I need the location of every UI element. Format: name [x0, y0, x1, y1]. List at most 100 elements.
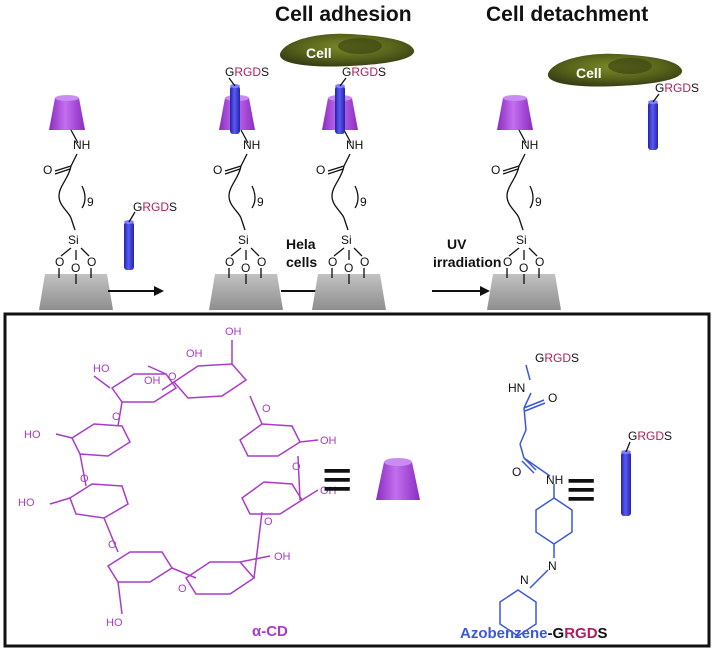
surface-linker-3: NH O 9 Si O O O: [311, 94, 387, 311]
hn-label: HN: [508, 381, 525, 395]
chain-si-label: Si: [341, 233, 352, 247]
heading-cell-detachment: Cell detachment: [486, 3, 648, 26]
chain-nh-label: NH: [346, 138, 363, 152]
ho-label: HO: [93, 363, 110, 375]
o-label: O: [264, 516, 273, 528]
inserted-azo-peptide-2: GRGDS: [225, 65, 269, 134]
chain-o-label: O: [503, 255, 512, 269]
ho-label: HO: [24, 429, 41, 441]
o-label: O: [108, 539, 117, 551]
alpha-cd-name: α-CD: [252, 623, 288, 640]
oh-label: OH: [144, 375, 161, 387]
chain-o-label: O: [241, 261, 250, 275]
chain-o-label: O: [519, 261, 528, 275]
o-label: O: [512, 465, 521, 479]
chain-nh-label: NH: [521, 138, 538, 152]
hela-label-line2: cells: [286, 254, 317, 270]
peptide-g: G: [225, 65, 234, 79]
svg-text:GRGDS: GRGDS: [342, 65, 386, 79]
chain-repeat-label: 9: [257, 195, 264, 209]
chain-repeat-label: 9: [535, 195, 542, 209]
o-label: O: [292, 461, 301, 473]
chain-o-label: O: [257, 255, 266, 269]
chain-o-label: O: [344, 261, 353, 275]
peptide-g: G: [133, 200, 142, 214]
cell-label: Cell: [306, 45, 332, 61]
svg-text:GRGDS: GRGDS: [225, 65, 269, 79]
azobenzene-labels: GRGDS HN O O NH N N Azobenzene-GRGDS: [460, 351, 608, 642]
alpha-cd-labels: OH OH OH HO O O O O O O O O HO HO HO OH …: [18, 326, 337, 640]
adhered-cell: Cell: [279, 33, 415, 67]
azo-name-blue: Azobenzene: [460, 625, 548, 642]
oh-label: OH: [225, 326, 242, 338]
chain-nh-label: NH: [243, 138, 260, 152]
surface-linker-2: NH O 9 Si O O O: [208, 94, 284, 311]
uv-label-line2: irradiation: [433, 254, 501, 270]
chain-nh-label: NH: [73, 138, 90, 152]
ho-label: HO: [18, 497, 35, 509]
svg-text:GRGDS: GRGDS: [133, 200, 177, 214]
azobenzene-grgds-structure: [499, 364, 573, 637]
alpha-cd-cone-icon: [376, 458, 420, 500]
chain-o-label: O: [360, 255, 369, 269]
structures-box: [3, 312, 711, 648]
equivalence-symbol: ≡: [322, 451, 352, 509]
peptide-rgd: RGD: [142, 200, 169, 214]
azo-n-label: N: [548, 559, 557, 573]
chain-o-label: O: [328, 255, 337, 269]
chain-si-label: Si: [516, 233, 527, 247]
surface-linker-4: NH O 9 Si O O O: [486, 94, 562, 311]
azo-peptide-rod-icon: GRGDS: [621, 429, 672, 516]
heading-cell-adhesion: Cell adhesion: [275, 3, 412, 26]
o-label: O: [112, 411, 121, 423]
peptide-s: S: [691, 81, 699, 95]
peptide-g: G: [655, 81, 664, 95]
o-label: O: [80, 473, 89, 485]
chain-o-label: O: [316, 163, 325, 177]
azo-n-label: N: [520, 573, 529, 587]
chain-o-label: O: [535, 255, 544, 269]
chain-o-label: O: [71, 261, 80, 275]
svg-text:GRGDS: GRGDS: [628, 429, 672, 443]
oh-label: OH: [320, 435, 337, 447]
chain-o-label: O: [225, 255, 234, 269]
arrow-complexation: [108, 286, 164, 296]
free-azo-peptide: GRGDS: [124, 200, 177, 270]
detached-cell: Cell: [547, 53, 683, 87]
chain-repeat-label: 9: [360, 195, 367, 209]
nh-label: NH: [546, 473, 563, 487]
o-label: O: [178, 583, 187, 595]
azo-name-rgd: RGD: [564, 625, 598, 642]
oh-label: OH: [320, 485, 337, 497]
peptide-s: S: [664, 429, 672, 443]
peptide-rgd: RGD: [544, 351, 571, 365]
oh-label: OH: [186, 348, 203, 360]
peptide-g: G: [342, 65, 351, 79]
alpha-cd-structure: [49, 340, 319, 615]
released-azo-peptide: GRGDS: [648, 81, 699, 150]
peptide-s: S: [571, 351, 579, 365]
svg-text:Azobenzene-GRGDS: Azobenzene-GRGDS: [460, 625, 608, 642]
uv-label-line1: UV: [447, 236, 467, 252]
azo-name-dash: -G: [548, 625, 565, 642]
equivalence-symbol: ≡: [566, 461, 596, 519]
chain-o-label: O: [491, 163, 500, 177]
peptide-rgd: RGD: [234, 65, 261, 79]
arrow-uv-irradiation: UV irradiation: [432, 236, 501, 296]
hela-label-line1: Hela: [286, 236, 316, 252]
peptide-rgd: RGD: [664, 81, 691, 95]
peptide-s: S: [261, 65, 269, 79]
peptide-s: S: [378, 65, 386, 79]
chain-o-label: O: [55, 255, 64, 269]
ho-label: HO: [106, 617, 123, 629]
o-label: O: [548, 391, 557, 405]
chain-si-label: Si: [238, 233, 249, 247]
azo-name-s: S: [598, 625, 608, 642]
oh-label: OH: [274, 551, 291, 563]
chain-o-label: O: [43, 163, 52, 177]
svg-text:GRGDS: GRGDS: [655, 81, 699, 95]
peptide-rgd: RGD: [637, 429, 664, 443]
cell-label: Cell: [576, 65, 602, 81]
svg-text:GRGDS: GRGDS: [535, 351, 579, 365]
